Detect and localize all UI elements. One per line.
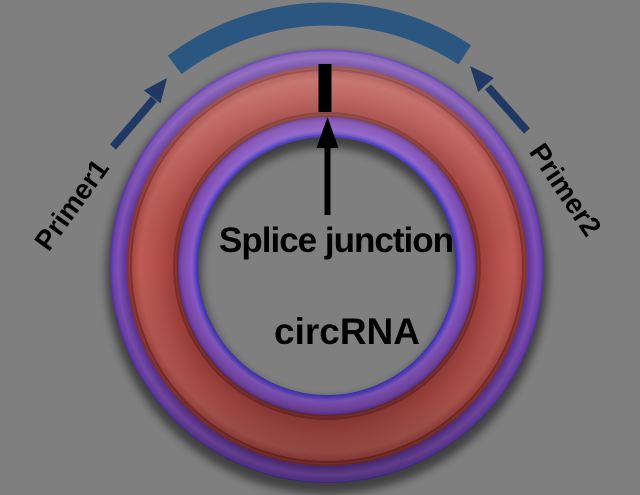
- primer1-arrow-shaft: [109, 96, 158, 150]
- primer2-arrow-shaft: [485, 84, 530, 134]
- splice-junction-tick: [318, 64, 332, 112]
- primer2-arrow-head: [470, 66, 494, 92]
- primer1-arrow-head: [143, 78, 167, 104]
- splice-junction-label: Splice junction: [219, 221, 454, 260]
- circrna-label: circRNA: [274, 311, 420, 352]
- splice-junction-arrow-head: [316, 117, 339, 148]
- amplicon-arc: [167, 2, 472, 75]
- ring-fringe-outer: [110, 49, 544, 483]
